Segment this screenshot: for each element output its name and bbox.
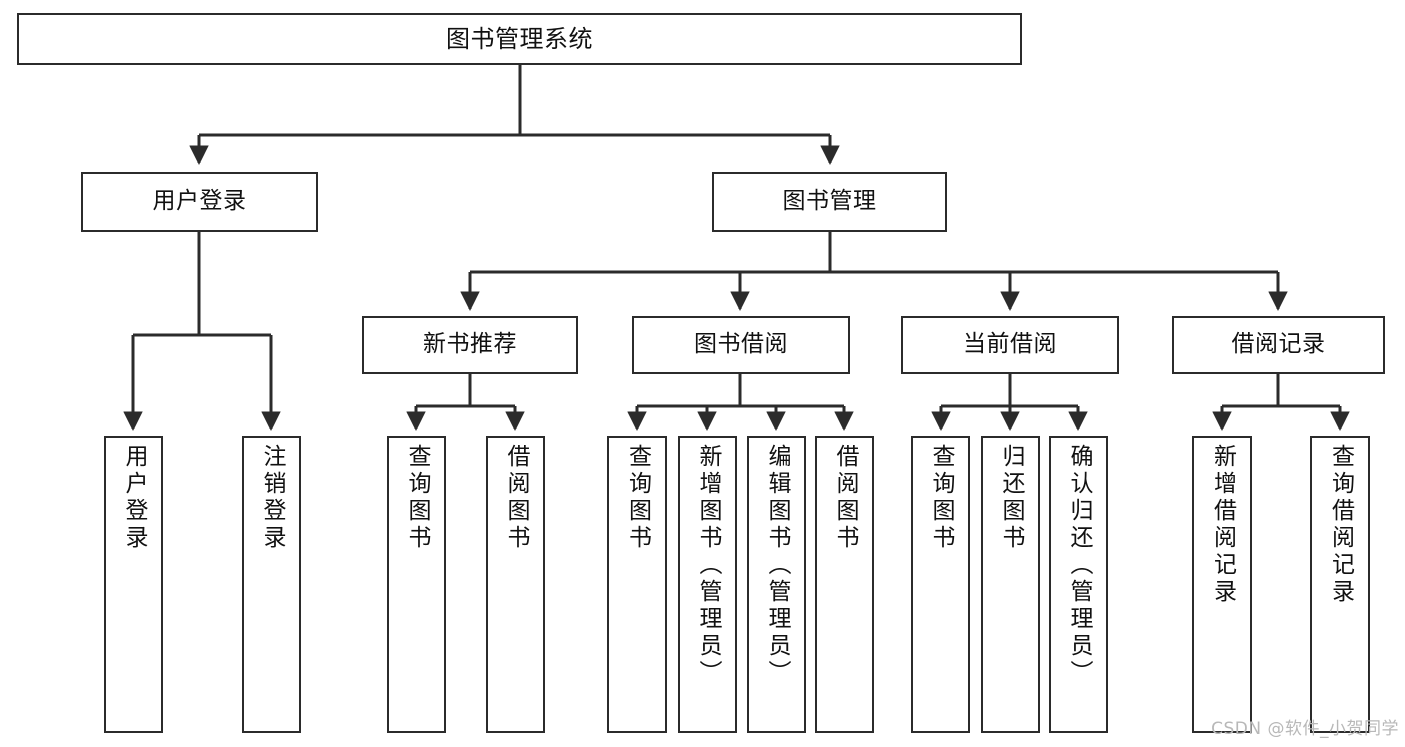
leaf-borrow-book-1-label: 借阅图书 — [503, 444, 529, 552]
leaf-borrow-book-1[interactable]: 借阅图书 — [486, 436, 545, 733]
leaf-edit-book[interactable]: 编辑图书（管理员） — [747, 436, 806, 733]
leaf-add-book-label: 新增图书（管理员） — [695, 444, 721, 687]
leaf-query-book-2-label: 查询图书 — [624, 444, 651, 552]
node-book-borrow-label: 图书借阅 — [694, 331, 788, 358]
leaf-query-book-3[interactable]: 查询图书 — [911, 436, 970, 733]
node-root-label: 图书管理系统 — [446, 24, 593, 53]
node-borrow-record-label: 借阅记录 — [1231, 331, 1326, 358]
leaf-query-record[interactable]: 查询借阅记录 — [1310, 436, 1370, 733]
csdn-watermark: CSDN @软件_小贺同学 — [1211, 719, 1399, 739]
leaf-query-book-2[interactable]: 查询图书 — [607, 436, 667, 733]
leaf-user-logout-label: 注销登录 — [259, 444, 285, 552]
node-new-book-recommend-label: 新书推荐 — [423, 331, 517, 358]
node-book-manage[interactable]: 图书管理 — [712, 172, 947, 232]
leaf-query-record-label: 查询借阅记录 — [1327, 444, 1354, 606]
leaf-user-logout[interactable]: 注销登录 — [242, 436, 301, 733]
node-new-book-recommend[interactable]: 新书推荐 — [362, 316, 578, 374]
leaf-borrow-book-2-label: 借阅图书 — [832, 444, 858, 552]
leaf-add-record-label: 新增借阅记录 — [1209, 444, 1236, 606]
node-user-login-label: 用户登录 — [152, 188, 247, 215]
leaf-edit-book-label: 编辑图书（管理员） — [764, 444, 790, 687]
node-borrow-record[interactable]: 借阅记录 — [1172, 316, 1385, 374]
leaf-user-login[interactable]: 用户登录 — [104, 436, 163, 733]
node-user-login[interactable]: 用户登录 — [81, 172, 318, 232]
leaf-query-book-1-label: 查询图书 — [404, 444, 430, 552]
leaf-confirm-return[interactable]: 确认归还（管理员） — [1049, 436, 1108, 733]
leaf-return-book-label: 归还图书 — [998, 444, 1024, 552]
node-book-manage-label: 图书管理 — [782, 188, 877, 215]
node-current-borrow-label: 当前借阅 — [963, 331, 1057, 358]
leaf-query-book-3-label: 查询图书 — [928, 444, 954, 552]
leaf-add-record[interactable]: 新增借阅记录 — [1192, 436, 1252, 733]
leaf-query-book-1[interactable]: 查询图书 — [387, 436, 446, 733]
leaf-return-book[interactable]: 归还图书 — [981, 436, 1040, 733]
leaf-confirm-return-label: 确认归还（管理员） — [1066, 444, 1092, 687]
node-root[interactable]: 图书管理系统 — [17, 13, 1022, 65]
leaf-user-login-label: 用户登录 — [121, 444, 147, 552]
node-current-borrow[interactable]: 当前借阅 — [901, 316, 1119, 374]
leaf-add-book[interactable]: 新增图书（管理员） — [678, 436, 737, 733]
leaf-borrow-book-2[interactable]: 借阅图书 — [815, 436, 874, 733]
node-book-borrow[interactable]: 图书借阅 — [632, 316, 850, 374]
